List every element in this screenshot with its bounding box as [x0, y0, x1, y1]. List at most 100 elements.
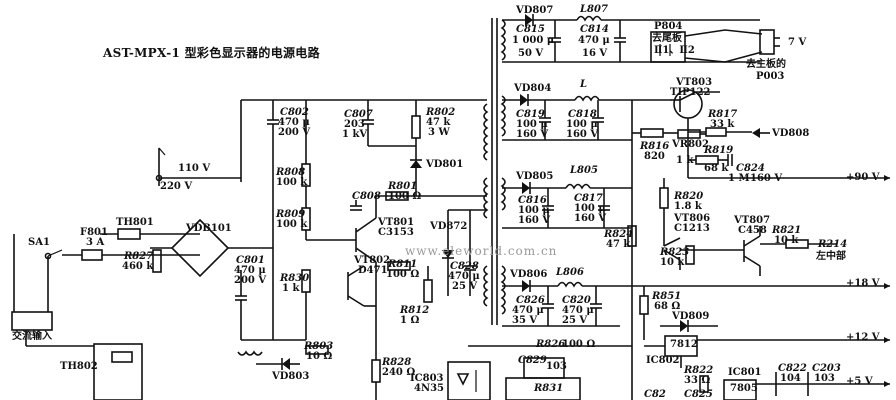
- label-c814-v: 16 V: [582, 48, 608, 59]
- label-r812-val: 1 Ω: [400, 315, 420, 326]
- label-c802-v: 200 V: [278, 127, 311, 138]
- label-c825: C825: [684, 389, 713, 400]
- label-c826-v: 35 V: [512, 315, 538, 326]
- label-l807: L807: [580, 4, 608, 15]
- label-vt801: VT801: [378, 217, 415, 228]
- label-ic801: IC801: [728, 367, 762, 378]
- label-r809-val: 100 k: [276, 219, 308, 230]
- label-c822-name: C822: [778, 363, 807, 374]
- label-r816-val: 820: [644, 151, 665, 162]
- watermark: www.eleworld.com.cn: [405, 244, 558, 258]
- primary-winding: [483, 103, 489, 307]
- label-c819-v: 160 V: [516, 129, 549, 140]
- rail-12v: +12 V: [846, 332, 880, 343]
- label-th802: TH802: [60, 361, 98, 372]
- label-vr802: VR802: [672, 139, 709, 150]
- label-c203-val: 103: [814, 373, 835, 384]
- label-c814-name: C814: [580, 24, 609, 35]
- output-90v-section: [502, 178, 836, 276]
- label-r827: R827: [124, 251, 154, 262]
- label-c814-val: 470 μ: [578, 35, 610, 46]
- label-c819-val: 100 μ: [516, 119, 548, 130]
- label-r809: R809: [276, 209, 306, 220]
- transformer-core: [491, 18, 498, 325]
- label-c802-val: 470 μ: [278, 117, 310, 128]
- label-th801: TH801: [116, 217, 154, 228]
- rail-18v: +18 V: [846, 278, 880, 289]
- label-r826: R826: [536, 339, 566, 350]
- label-r802-val: 47 k: [426, 117, 451, 128]
- label-r214: R214: [818, 239, 848, 250]
- label-r828-val: 240 Ω: [382, 367, 416, 378]
- diagram-title: AST-MPX-1 型彩色显示器的电源电路: [103, 46, 320, 60]
- label-vd807: VD807: [516, 5, 554, 16]
- label-c1213: C1213: [674, 223, 710, 234]
- label-r811-val: 100 Ω: [386, 269, 420, 280]
- label-c801-val: 470 μ: [234, 265, 266, 276]
- label-vd801: VD801: [426, 159, 464, 170]
- label-ic803-val: 4N35: [414, 383, 445, 394]
- label-ic803: IC803: [410, 373, 444, 384]
- label-vt803: VT803: [676, 77, 713, 88]
- label-r824-val: 47 k: [606, 239, 631, 250]
- label-vd872: VD872: [430, 221, 468, 232]
- label-c820-name: C820: [562, 295, 591, 306]
- label-c807-name: C807: [344, 109, 373, 120]
- label-c458: C458: [738, 225, 767, 236]
- label-c82: C82: [644, 389, 666, 400]
- label-r801-val: 100 Ω: [388, 191, 422, 202]
- label-r830: R830: [280, 273, 310, 284]
- label-r819-sym: 1 k: [676, 155, 694, 166]
- label-l806: L806: [556, 267, 584, 278]
- label-r803-val: 10 Ω: [306, 351, 333, 362]
- label-c828-name: C828: [450, 261, 479, 272]
- label-c801-v: 200 V: [234, 275, 267, 286]
- label-c824-name: C824: [736, 163, 765, 174]
- output-regulated-section: [502, 89, 890, 400]
- label-c808: C808: [352, 191, 381, 202]
- label-c816-v: 160 V: [518, 215, 551, 226]
- label-l: L: [580, 79, 588, 90]
- label-r819: R819: [704, 145, 734, 156]
- label-r827-val: 460 k: [122, 261, 154, 272]
- label-c826-val: 470 μ: [512, 305, 544, 316]
- label-r828: R828: [382, 357, 412, 368]
- label-c829-val: 103: [546, 361, 567, 372]
- label-vd805: VD805: [516, 171, 554, 182]
- label-c829-name: C829: [518, 355, 547, 366]
- label-c820-v: 25 V: [562, 315, 588, 326]
- label-l805: L805: [570, 165, 598, 176]
- label-r803: R803: [304, 341, 334, 352]
- label-ic7812: 7812: [670, 339, 698, 350]
- label-c3153: C3153: [378, 227, 414, 238]
- label-c807-v: 1 kV: [342, 129, 368, 140]
- rail-5v: +5 V: [846, 376, 873, 387]
- label-d471: D471: [358, 265, 388, 276]
- label-tip122: TIP122: [670, 87, 711, 98]
- label-c815-val: 1 000 μ: [512, 35, 555, 46]
- label-r823: R823: [660, 247, 690, 258]
- label-c816-name: C816: [518, 195, 547, 206]
- output-18v-section: [468, 280, 890, 400]
- label-vdb101: VDB101: [186, 223, 232, 234]
- label-r823-val: 10 k: [660, 257, 685, 268]
- label-r816: R816: [640, 141, 670, 152]
- label-c817-val: 100 μ: [574, 203, 606, 214]
- label-r822-val: 33 Ω: [684, 375, 711, 386]
- label-c818-name: C818: [568, 109, 597, 120]
- label-c815-name: C815: [516, 24, 545, 35]
- label-r801: R801: [388, 181, 418, 192]
- label-vt807: VT807: [734, 215, 771, 226]
- label-vd808: VD808: [772, 128, 810, 139]
- label-110v: 110 V: [178, 163, 211, 174]
- label-c824-val: 1 M: [728, 173, 750, 184]
- label-c820-val: 470 μ: [562, 305, 594, 316]
- label-c203-name: C203: [812, 363, 841, 374]
- label-c815-v: 50 V: [518, 48, 544, 59]
- label-c819-name: C819: [516, 109, 545, 120]
- label-r830-val: 1 k: [282, 283, 300, 294]
- label-ac-input: 交流输入: [12, 331, 52, 342]
- label-220v: 220 V: [160, 181, 193, 192]
